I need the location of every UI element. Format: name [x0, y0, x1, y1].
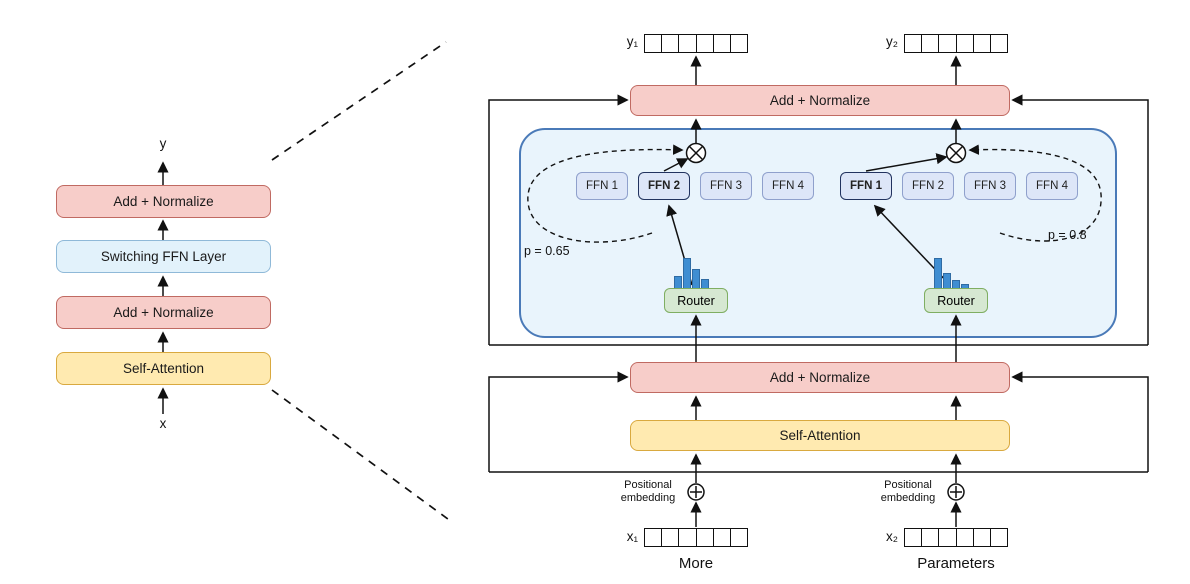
output-label-y: y [159, 136, 167, 151]
input-label-x1: x₁ [626, 529, 638, 544]
add-normalize-box-top: Add + Normalize [630, 85, 1010, 116]
expert-group-left: FFN 1 FFN 2 FFN 3 FFN 4 [576, 172, 814, 200]
router-histogram-left [674, 256, 709, 288]
detail-arrows [488, 55, 1149, 527]
token-vector-x1 [644, 528, 748, 547]
positional-embedding-label-right: Positional embedding [880, 479, 936, 505]
ffn-expert-box: FFN 2 [638, 172, 690, 200]
ffn-expert-box: FFN 3 [964, 172, 1016, 200]
output-label-y1: y₁ [626, 34, 638, 49]
ffn-expert-box: FFN 4 [762, 172, 814, 200]
plus-icon [947, 483, 965, 501]
add-normalize-box: Add + Normalize [56, 185, 271, 218]
input-label-x2: x₂ [886, 529, 898, 544]
token-vector-y2 [904, 34, 1008, 53]
self-attention-box-detail: Self-Attention [630, 420, 1010, 451]
token-vector-y1 [644, 34, 748, 53]
positional-embedding-label-left: Positional embedding [620, 479, 676, 505]
zoom-dashed-connectors [271, 41, 453, 523]
probability-label-right: p = 0.8 [1048, 228, 1087, 242]
self-attention-box: Self-Attention [56, 352, 271, 385]
input-label-x: x [159, 416, 167, 431]
caption-more: More [678, 555, 714, 572]
output-label-y2: y₂ [886, 34, 898, 49]
expert-group-right: FFN 1 FFN 2 FFN 3 FFN 4 [840, 172, 1078, 200]
ffn-expert-box: FFN 2 [902, 172, 954, 200]
gating-dashed-loops [527, 144, 1102, 243]
switching-ffn-container [519, 128, 1117, 338]
router-box-right: Router [924, 288, 988, 313]
router-histogram-right [934, 256, 969, 288]
add-normalize-box: Add + Normalize [56, 296, 271, 329]
ffn-expert-box: FFN 1 [840, 172, 892, 200]
multiply-icon [945, 142, 967, 164]
multiply-icon [685, 142, 707, 164]
probability-label-left: p = 0.65 [524, 244, 570, 258]
caption-parameters: Parameters [917, 555, 995, 572]
add-normalize-box-bottom: Add + Normalize [630, 362, 1010, 393]
plus-icon [687, 483, 705, 501]
switching-ffn-layer-box: Switching FFN Layer [56, 240, 271, 273]
token-vector-x2 [904, 528, 1008, 547]
ffn-expert-box: FFN 4 [1026, 172, 1078, 200]
router-box-left: Router [664, 288, 728, 313]
ffn-expert-box: FFN 3 [700, 172, 752, 200]
ffn-expert-box: FFN 1 [576, 172, 628, 200]
